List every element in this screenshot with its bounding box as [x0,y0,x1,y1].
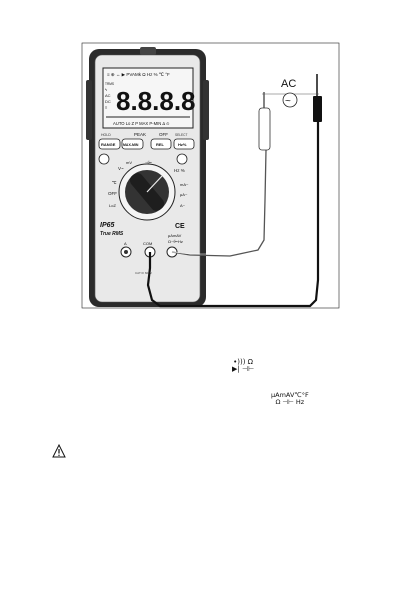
diode-ohm-symbol: •))) Ω ▶| ⊣⊢ [232,359,254,373]
dial-label-a: A~ [180,203,186,208]
range-button [98,138,121,150]
holster-left [86,80,92,140]
svg-text:RANGE: RANGE [101,142,116,147]
lcd-digits: 8.8.8.8 [116,86,196,116]
peak-label: PEAK [134,132,146,137]
dial-label-mv: mV [126,160,132,165]
lcd-flag-4: ≡ [105,105,108,110]
true-rms-label: True RMS [100,231,124,237]
warning-triangle-icon [52,444,66,458]
ac-wave: ~ [285,96,291,107]
dial-label-off: OFF [108,191,117,196]
lcd-flag-0: TRMS [105,82,114,86]
dial-label-temp: ℃ [112,180,117,185]
holster-right [203,80,209,140]
hold-label: HOLD [101,133,111,137]
white-test-lead-outline [171,149,267,257]
lcd-screen [102,67,194,129]
bottom-tiny-text: CAT III 600V [135,271,152,275]
dial-label-hz: Hz % [174,168,185,173]
figure-frame [81,42,340,309]
v-jack-sublabel: Ω⊣⊢Hz [168,239,183,244]
ac-source-symbol [282,92,298,108]
lcd-bottom-row: AUTO Lo Z P MAX P-MIN Δ ⊙ [113,121,170,126]
dial-label-v: V~ [118,166,124,171]
svg-text:Hz%: Hz% [178,142,187,147]
dial-label-ua: μA~ [180,192,188,197]
dial-label-ma: mA~ [180,182,189,187]
function-jack-symbol-bottom: Ω ⊣⊢ Hz [275,397,305,406]
select-label: SELECT [175,133,187,137]
function-jack-symbol-top: μAmAV℃°F [271,391,309,399]
ip-rating: IP65 [100,222,115,229]
max-min-button [121,138,144,150]
lcd-top-row: ≡ ⊕ ↔ ▶ PVAMk Ω Hz % ℃ °F [107,72,170,77]
dial-label-loz: LoZ [109,203,116,208]
ac-label: AC [281,78,296,90]
top-tab [140,47,156,55]
lcd-flag-3: DC [105,99,111,104]
black-test-lead [146,120,320,308]
lcd-flag-1: ϟ [105,87,108,92]
off-label: OFF [159,132,168,137]
ce-mark: CE [175,223,185,230]
white-probe-handle [258,107,271,151]
function-jack-symbol: μAmAV℃°F Ω ⊣⊢ Hz [271,392,309,405]
diode-ohm-symbol-bottom: ▶| ⊣⊢ [232,365,255,373]
v-jack-label: μAmAV [168,233,182,238]
dial-pointer [146,175,163,193]
svg-text:MAX-MIN: MAX-MIN [123,143,139,147]
com-jack-label: COM [143,241,152,246]
dial-label-cap: ⊣⊢ [145,160,152,165]
lcd-flag-2: AC [105,93,111,98]
a-jack-label: A [124,241,127,246]
svg-text:REL: REL [156,142,165,147]
hz-percent-button [173,138,195,150]
rel-button [150,138,172,150]
black-probe-handle [313,96,322,122]
hold-round-button [98,153,110,165]
select-round-button [176,153,188,165]
diode-ohm-symbol-top: •))) Ω [233,358,254,366]
